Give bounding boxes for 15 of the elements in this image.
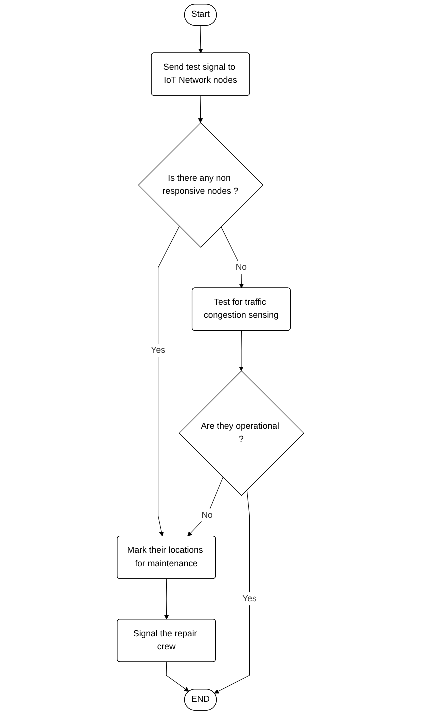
edge-label: Yes (151, 346, 166, 356)
arrow (221, 226, 244, 289)
arrow (214, 490, 250, 694)
arrow (158, 226, 180, 537)
arrow (188, 477, 224, 537)
edge-label: No (236, 262, 248, 272)
arrow (198, 26, 204, 54)
arrow (198, 96, 204, 124)
node-diamond: Is there any non responsive nodes ? (138, 122, 264, 248)
arrow (166, 662, 190, 692)
node-diamond: Are they operational ? (179, 370, 305, 496)
edge-label: No (202, 511, 214, 520)
edge-label: Yes (242, 594, 258, 604)
arrow (164, 578, 170, 620)
arrow (239, 330, 244, 372)
